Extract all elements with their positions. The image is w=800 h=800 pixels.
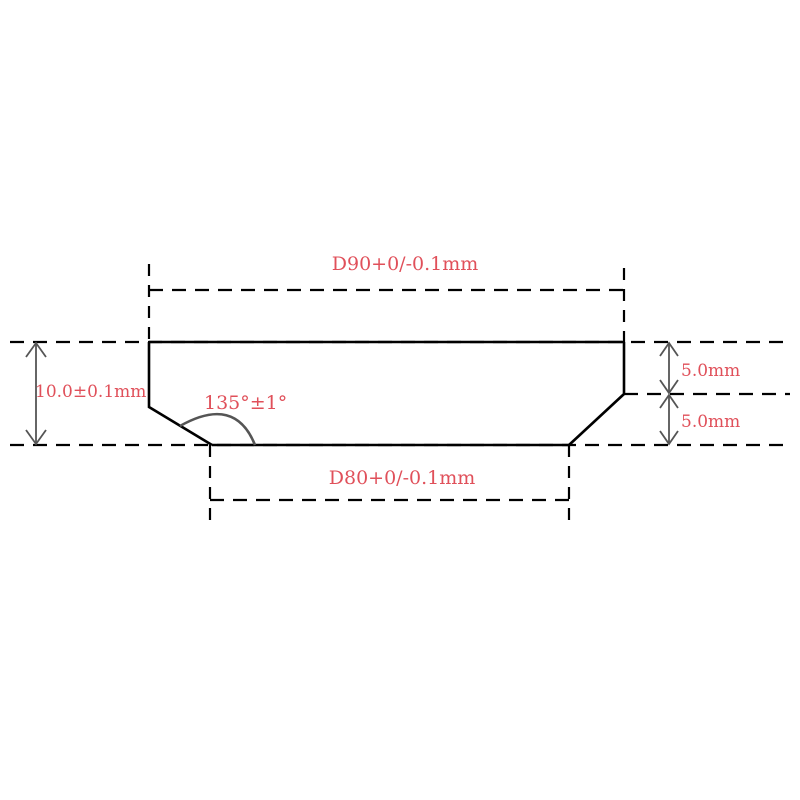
right-lower-arrow-head-top (659, 393, 679, 409)
angle-arc (179, 412, 257, 446)
right-upper-arrow-head-top (659, 341, 679, 357)
angle-label: 135°±1° (204, 392, 287, 414)
left-height-arrow (25, 341, 47, 446)
right-lower-arrow-head-bottom (659, 430, 679, 446)
left-arrow-head-bottom (25, 429, 47, 446)
outline-left-profile (147, 342, 213, 447)
top-diameter-label: D90+0/-0.1mm (332, 253, 479, 275)
total-height-label: 10.0±0.1mm (35, 382, 146, 402)
diameter-dimension-lines (149, 288, 624, 502)
outline-right-profile (568, 342, 626, 446)
bottom-diameter-label: D80+0/-0.1mm (329, 467, 476, 489)
lower-height-label: 5.0mm (681, 412, 740, 432)
part-outline (147, 340, 626, 447)
extension-lines (147, 264, 626, 522)
right-upper-arrow-head-bottom (659, 379, 679, 395)
left-arrow-head-top (25, 341, 47, 358)
right-lower-arrow (659, 393, 679, 446)
upper-height-label: 5.0mm (681, 361, 740, 381)
right-upper-arrow (659, 341, 679, 395)
reference-lines (10, 340, 790, 447)
